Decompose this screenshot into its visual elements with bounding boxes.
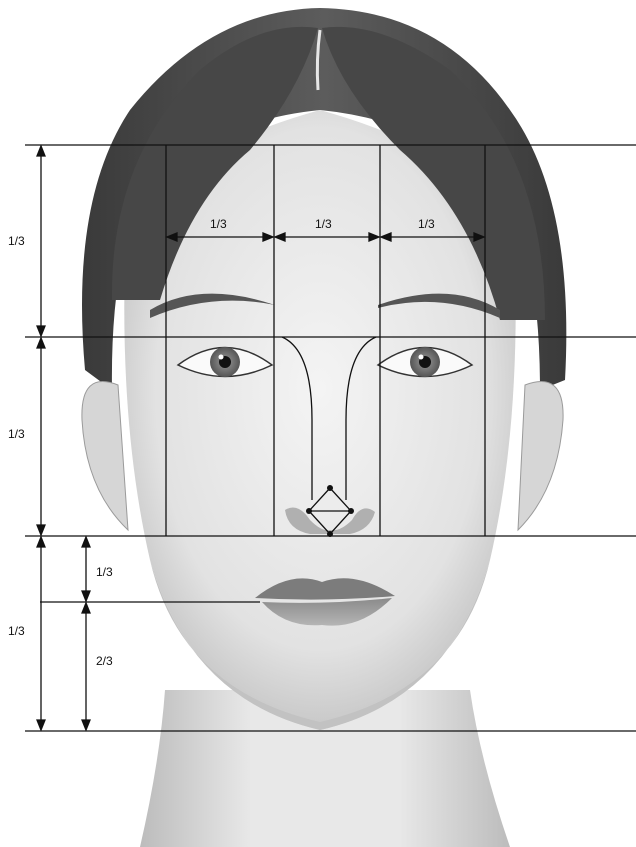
label-width-center: 1/3 [315,217,332,231]
label-upper-third: 1/3 [8,234,25,248]
label-width-right: 1/3 [418,217,435,231]
label-upper-lip: 1/3 [96,565,113,579]
label-width-left: 1/3 [210,217,227,231]
label-lower-third: 1/3 [8,624,25,638]
right-ear [518,382,563,530]
left-ear [82,382,128,530]
label-middle-third: 1/3 [8,427,25,441]
label-lower-lip-chin: 2/3 [96,654,113,668]
